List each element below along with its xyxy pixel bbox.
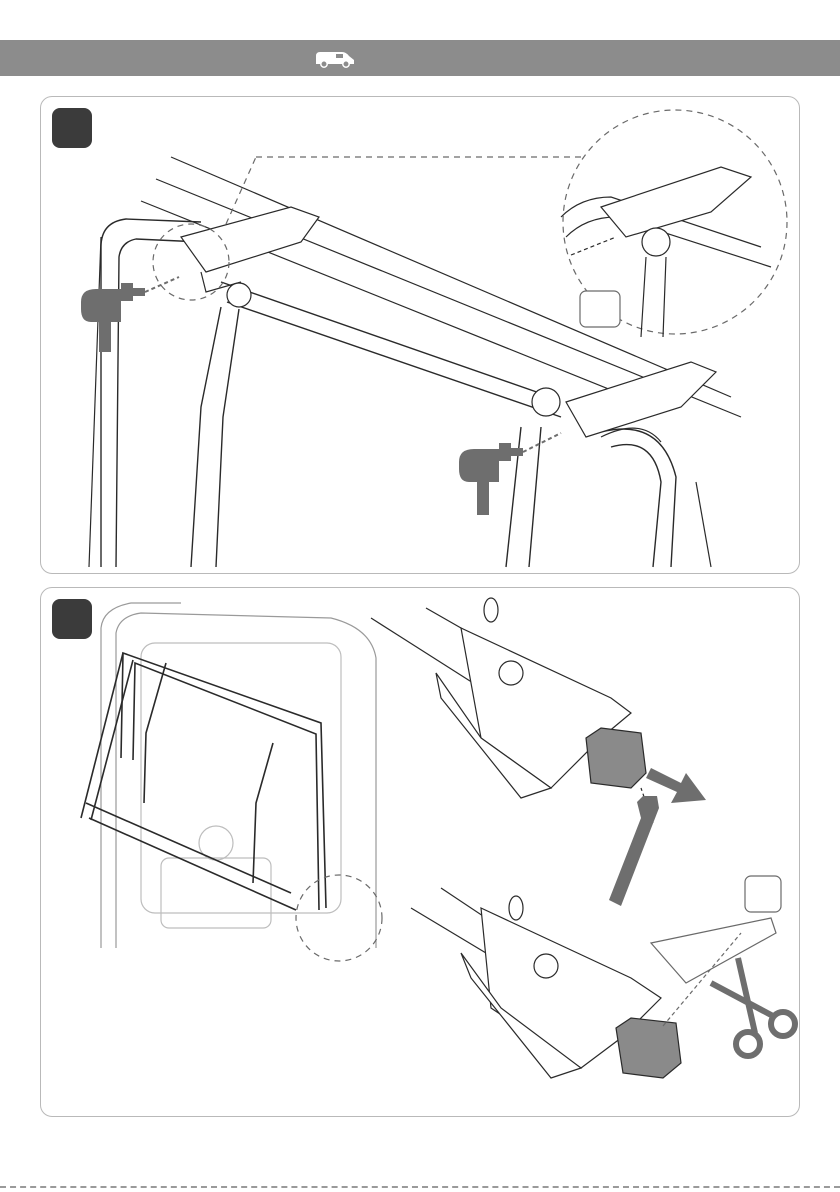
detail-box	[580, 291, 620, 327]
step-1-panel	[40, 96, 800, 574]
scissors-icon	[711, 958, 795, 1056]
step-1-illustration	[41, 97, 799, 573]
header-bar	[0, 40, 840, 76]
step-2-panel	[40, 587, 800, 1117]
step-2-illustration	[41, 588, 799, 1116]
drill-icon	[81, 283, 145, 352]
detail-box	[745, 876, 781, 912]
footer-divider	[0, 1186, 840, 1188]
allen-key-icon	[609, 796, 659, 906]
van-icon	[314, 50, 356, 68]
tape-sheet-icon	[651, 918, 776, 983]
